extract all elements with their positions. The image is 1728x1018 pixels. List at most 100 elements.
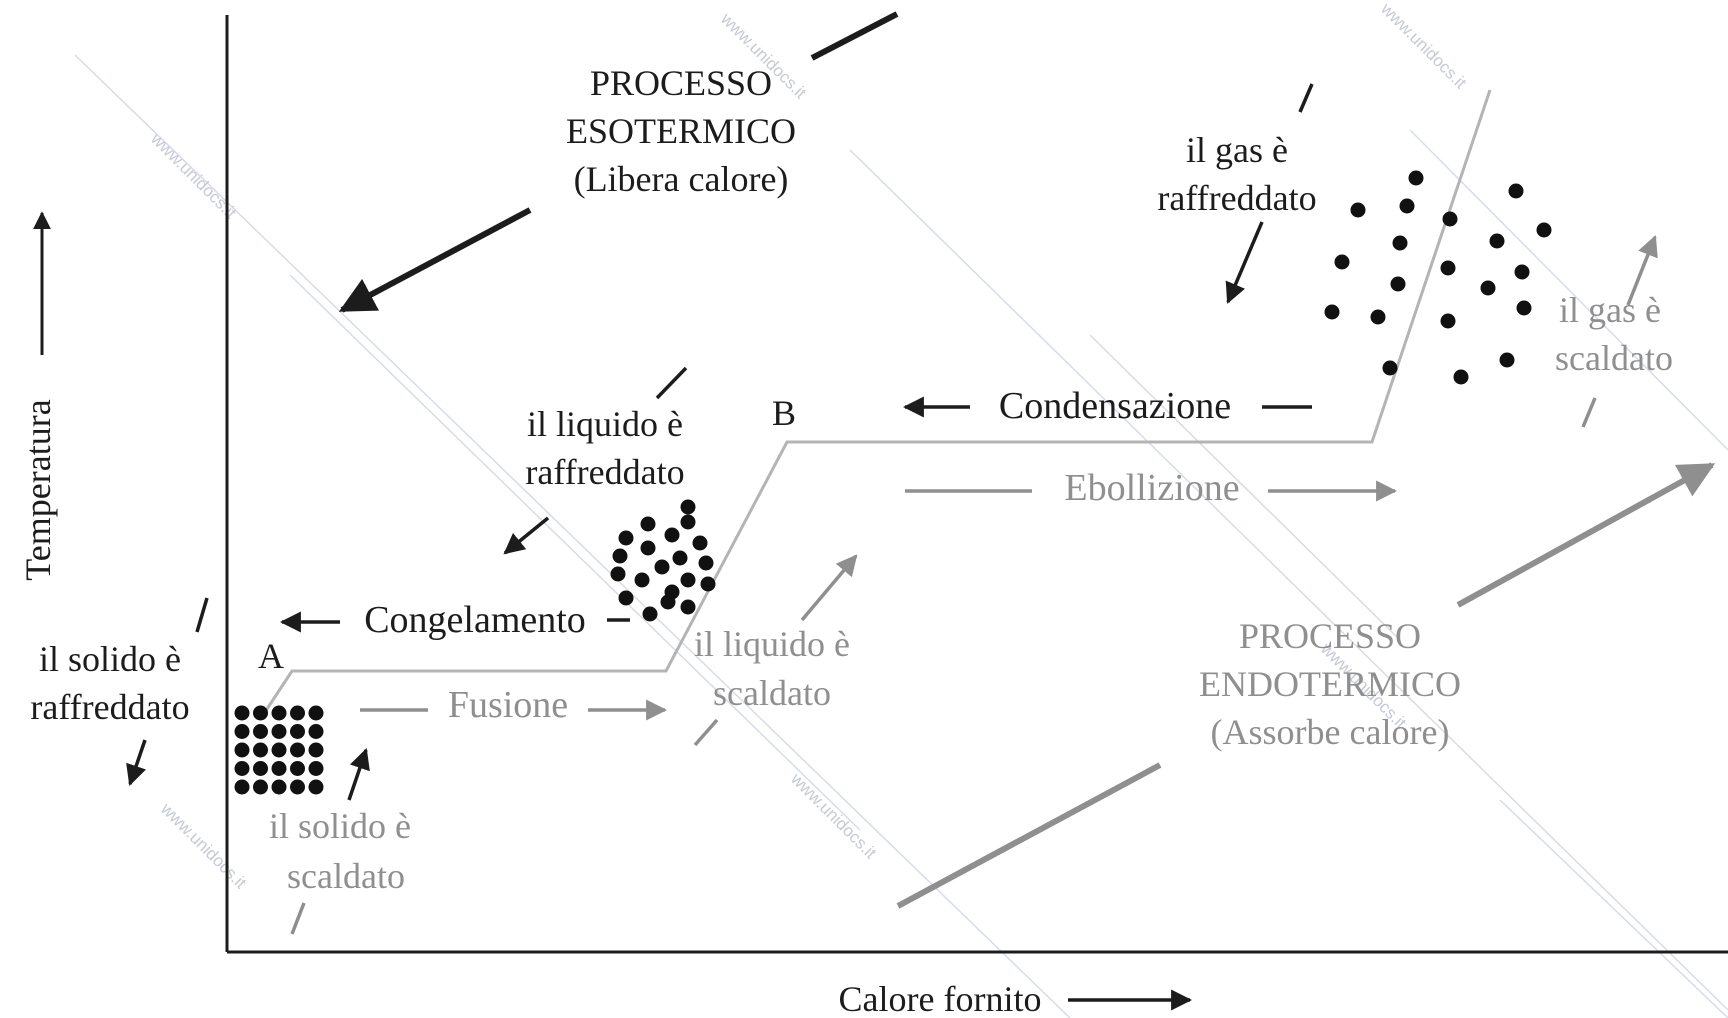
gas-particle [1442,211,1458,227]
solid-particle [253,779,268,795]
solid-cooled-arrow [126,739,147,786]
solid-particles [234,705,324,795]
solid-particle [290,705,305,721]
solid-particle [234,705,250,721]
point-a-label: A [258,636,284,676]
svg-text:il gas è: il gas è [1186,130,1288,170]
svg-text:(Assorbe calore): (Assorbe calore) [1211,712,1450,752]
endothermic-arrow [1456,462,1716,608]
liquid-cooled-tail [655,366,688,400]
svg-text:il solido è: il solido è [269,806,411,846]
solid-particle [271,779,287,795]
liquid-cooled-label: il liquido è raffreddato [525,404,684,492]
gas-particle [1399,198,1415,214]
liquid-particle [672,550,688,566]
heating-curve [263,89,1492,713]
svg-text:il liquido è: il liquido è [527,404,683,444]
svg-text:scaldato: scaldato [287,856,405,896]
gas-particle [1382,360,1398,376]
solid-particle [308,761,324,776]
liquid-particle [642,606,658,622]
gas-particle [1536,222,1552,238]
watermark-lines [74,54,1728,1018]
liquid-particles [610,499,716,622]
liquid-particle [660,594,676,610]
melting-label: Fusione [448,684,568,726]
gas-particle [1390,276,1406,292]
svg-text:raffreddato: raffreddato [1157,178,1316,218]
liquid-particle [610,566,626,582]
solid-particle [253,761,268,776]
gas-heated-arrow [1626,235,1658,306]
gas-particle [1440,313,1456,329]
solid-particle [290,761,305,776]
gas-cooled-label: il gas è raffreddato [1157,130,1316,218]
liquid-particle [698,555,714,571]
solid-particle [308,779,324,795]
endothermic-arrow-tail [896,762,1162,909]
solid-particle [234,761,250,776]
solid-particle [308,742,324,758]
svg-text:il solido è: il solido è [39,639,181,679]
gas-particle [1350,202,1366,218]
gas-particle [1508,183,1524,199]
liquid-particle [680,499,696,515]
svg-text:il liquido è: il liquido è [694,624,850,664]
solid-particle [271,761,287,776]
gas-cooled-tail [1298,83,1314,113]
liquid-particle [680,599,696,615]
gas-particle [1324,304,1340,320]
solid-cooled-label: il solido è raffreddato [30,639,189,727]
liquid-particle [640,540,656,556]
solid-cooled-tail [195,597,209,633]
gas-particle [1408,170,1424,186]
liquid-heated-tail [693,718,719,747]
gas-particle [1499,352,1515,368]
solid-particle [308,705,324,721]
liquid-particle [664,527,680,543]
solid-particle [290,779,305,795]
gas-particle [1516,300,1532,316]
liquid-particle [654,559,670,575]
solid-particle [234,742,250,758]
svg-text:ENDOTERMICO: ENDOTERMICO [1199,664,1461,704]
gas-particle [1334,254,1350,270]
gas-particle [1453,369,1469,385]
liquid-particle [692,535,708,551]
liquid-particle [680,514,696,530]
gas-particle [1370,309,1386,325]
liquid-particle [612,548,628,564]
liquid-particle [700,576,716,592]
exothermic-arrow-tail [810,11,899,61]
solid-particle [234,779,250,795]
solid-particle [290,724,305,739]
gas-particle [1489,233,1505,249]
solid-particle [253,705,268,721]
gas-particle [1392,235,1408,251]
gas-particle [1440,260,1456,276]
point-b-label: B [772,393,796,433]
liquid-heated-arrow [800,554,858,622]
gas-particle [1514,264,1530,280]
watermark-text: www.unidocs.it [156,799,250,893]
svg-text:scaldato: scaldato [713,673,831,713]
solid-particle [271,742,287,758]
gas-cooled-arrow [1225,221,1264,304]
x-axis-label: Calore fornito [839,979,1042,1018]
freezing-label: Congelamento [364,599,586,641]
svg-text:il gas è: il gas è [1559,290,1661,330]
solid-particle [308,724,324,739]
solid-particle [253,742,268,758]
solid-heated-arrow [347,748,370,801]
solid-particle [271,705,287,721]
exothermic-process-label: PROCESSO ESOTERMICO (Libera calore) [566,63,796,199]
endothermic-process-label: PROCESSO ENDOTERMICO (Assorbe calore) [1199,616,1461,752]
exothermic-arrow [338,207,532,313]
y-axis-label: Temperatura [18,399,58,580]
condensation-label: Condensazione [999,385,1231,427]
svg-text:PROCESSO: PROCESSO [590,63,772,103]
svg-text:ESOTERMICO: ESOTERMICO [566,111,796,151]
gas-heated-label: il gas è scaldato [1555,290,1673,378]
liquid-cooled-arrow [503,516,550,555]
